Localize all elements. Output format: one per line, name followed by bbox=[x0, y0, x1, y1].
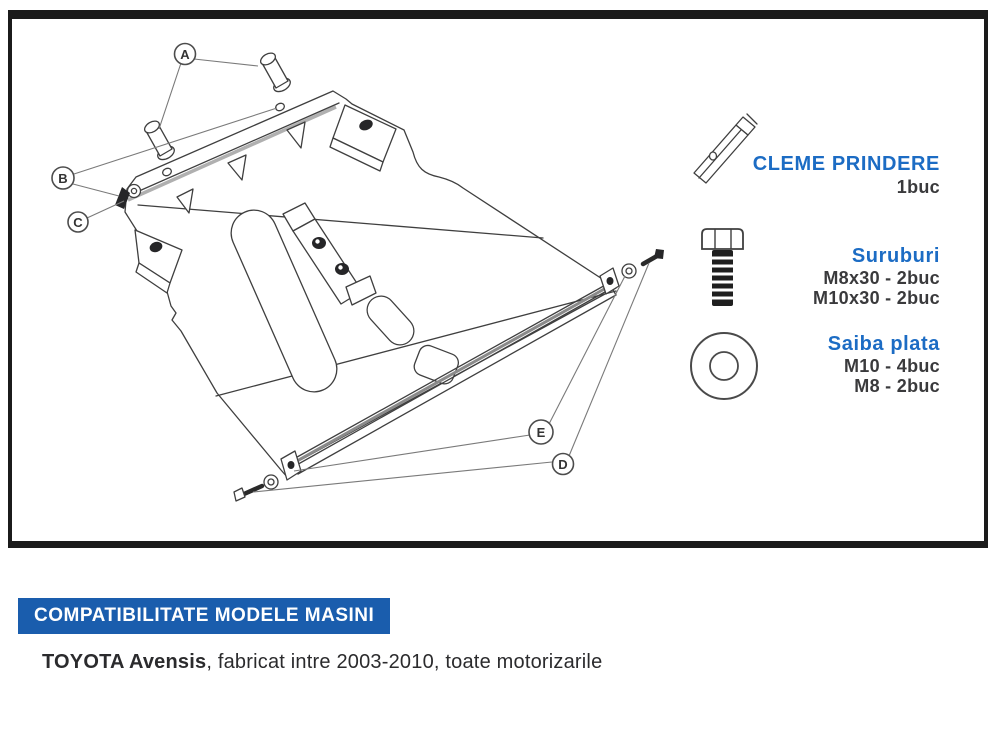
callout-e: E bbox=[528, 419, 554, 445]
rail-end-tab-right bbox=[599, 267, 620, 295]
lower-fold-line bbox=[215, 290, 617, 397]
mounting-stud-left bbox=[143, 120, 175, 161]
rail-tooth bbox=[286, 121, 306, 149]
rail-hole bbox=[162, 167, 172, 177]
callout-e-label: E bbox=[537, 425, 546, 440]
rail-hole bbox=[275, 102, 285, 112]
leader-lines bbox=[72, 58, 650, 493]
part-qty: M10x30 - 2buc bbox=[813, 288, 940, 308]
callout-d-label: D bbox=[558, 457, 567, 472]
callout-b-label: B bbox=[58, 171, 67, 186]
exploded-bolt-washer-right bbox=[621, 249, 664, 279]
callout-d: D bbox=[551, 452, 575, 476]
exploded-bolt-washer-left bbox=[233, 474, 279, 502]
rail-shade bbox=[127, 105, 337, 202]
vehicle-model: TOYOTA Avensis bbox=[42, 651, 207, 673]
mount-tab-left bbox=[134, 229, 183, 294]
rail-end-tab-left bbox=[280, 450, 302, 481]
compatibility-banner: COMPATIBILITATE MODELE MASINI bbox=[18, 598, 391, 634]
washer-icon bbox=[690, 332, 758, 400]
callout-a: A bbox=[173, 42, 197, 66]
clamp-icon bbox=[693, 113, 758, 184]
corner-eyelet-hole bbox=[130, 187, 138, 195]
part-qty: M10 - 4buc bbox=[844, 356, 940, 376]
center-bracket bbox=[282, 202, 377, 306]
callouts: A B C E D bbox=[51, 42, 575, 476]
compatibility-text: TOYOTA Avensis, fabricat intre 2003-2010… bbox=[42, 651, 602, 674]
rail-tooth bbox=[227, 154, 247, 181]
parts-list: CLEME PRINDERE 1buc Suruburi M8x30 - 2bu… bbox=[753, 153, 940, 396]
callout-c-label: C bbox=[73, 215, 83, 230]
skid-plate-drawing bbox=[115, 52, 664, 502]
part-name: Saiba plata bbox=[828, 333, 940, 355]
bolt-icon bbox=[701, 228, 744, 306]
callout-c: C bbox=[67, 211, 89, 233]
corner-eyelet bbox=[126, 183, 142, 199]
rail-tooth bbox=[176, 188, 194, 214]
upper-fold-line bbox=[137, 204, 544, 239]
vehicle-details: , fabricat intre 2003-2010, toate motori… bbox=[206, 651, 603, 673]
recessed-channel bbox=[230, 209, 338, 393]
skid-plate-diagram: A B C E D bbox=[51, 42, 940, 502]
small-cutout-capsule bbox=[366, 295, 415, 346]
mount-tab-top-right bbox=[329, 104, 397, 172]
callout-a-label: A bbox=[180, 47, 190, 62]
callout-b: B bbox=[51, 166, 75, 190]
part-qty: M8x30 - 2buc bbox=[823, 268, 940, 288]
compatibility-banner-label: COMPATIBILITATE MODELE MASINI bbox=[34, 605, 375, 626]
mounting-stud-right bbox=[259, 52, 291, 93]
rail-inner-edge bbox=[129, 102, 340, 196]
part-name: Suruburi bbox=[852, 245, 940, 267]
part-qty: 1buc bbox=[897, 177, 940, 197]
part-qty: M8 - 2buc bbox=[854, 376, 940, 396]
part-name: CLEME PRINDERE bbox=[753, 153, 940, 175]
